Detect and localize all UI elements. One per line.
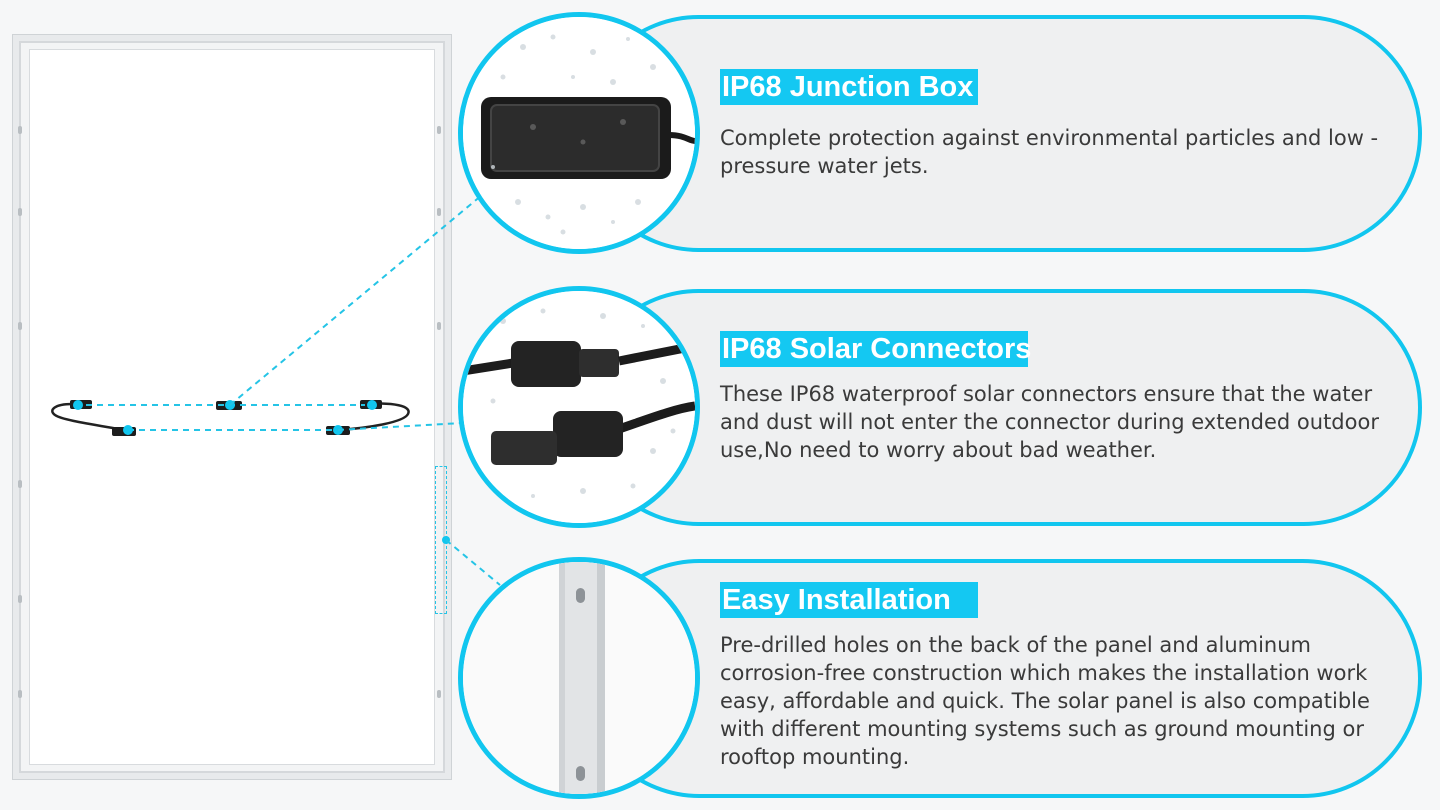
aluminum-frame-photo: [458, 557, 700, 799]
feature-description: Pre-drilled holes on the back of the pan…: [720, 633, 1370, 769]
solar-connectors-photo: [458, 286, 700, 528]
feature-description: These IP68 waterproof solar connectors e…: [720, 382, 1379, 462]
feature-card-junction-box: [580, 15, 1422, 252]
feature-title: Easy Installation: [720, 582, 978, 618]
feature-title: IP68 Solar Connectors: [720, 331, 1032, 367]
junction-box-photo: [458, 12, 700, 254]
feature-description: Complete protection against environmenta…: [720, 126, 1379, 178]
feature-title: IP68 Junction Box: [720, 69, 978, 105]
